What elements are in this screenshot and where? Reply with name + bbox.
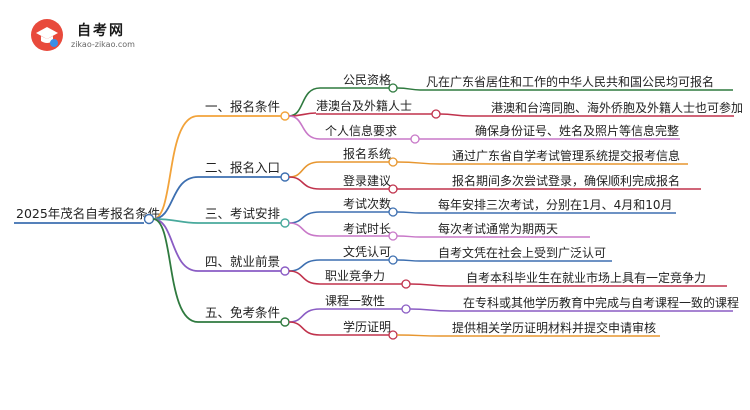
item-label-4-2: 职业竞争力 — [325, 269, 385, 283]
leaf-edge-5-2 — [396, 334, 441, 337]
item-label-3-1: 考试次数 — [343, 196, 391, 211]
item-label-1-3: 个人信息要求 — [325, 123, 397, 138]
root-node[interactable] — [143, 213, 155, 225]
edge-b1-i3 — [288, 115, 321, 140]
graduation-cap-icon — [31, 19, 63, 51]
item-desc-3-1: 每年安排三次考试，分别在1月、4月和10月 — [438, 197, 673, 212]
item-desc-4-1: 自考文凭在社会上受到广泛认可 — [438, 245, 606, 260]
root-label: 2025年茂名自考报名条件 — [16, 206, 160, 221]
item-label-1-1: 公民资格 — [343, 72, 391, 87]
leaf-edge-1-2 — [439, 113, 471, 117]
edge-root-branch-4 — [152, 218, 199, 272]
item-label-5-2: 学历证明 — [343, 319, 391, 334]
item-node-1-1[interactable] — [388, 83, 398, 93]
leaf-edge-4-1 — [396, 259, 421, 262]
branch-node-4[interactable] — [280, 266, 290, 276]
item-node-5-1[interactable] — [401, 304, 411, 314]
item-desc-3-2: 每次考试通常为期两天 — [438, 221, 558, 236]
edge-b2-i2 — [288, 176, 321, 190]
leaf-edge-4-2 — [409, 283, 451, 287]
item-desc-1-1: 凡在广东省居住和工作的中华人民共和国公民均可报名 — [426, 74, 714, 89]
edge-b3-i1 — [288, 211, 321, 224]
branch-node-5[interactable] — [280, 317, 290, 327]
item-desc-1-3: 确保身份证号、姓名及照片等信息完整 — [475, 123, 679, 138]
edge-b3-i2 — [288, 222, 321, 237]
item-desc-2-1: 通过广东省自学考试管理系统提交报考信息 — [452, 148, 680, 163]
item-label-5-1: 课程一致性 — [325, 293, 385, 308]
branch-node-2[interactable] — [280, 172, 290, 182]
logo-url: zikao-zikao.com — [71, 40, 135, 49]
item-node-2-2[interactable] — [388, 184, 398, 194]
item-node-1-2[interactable] — [431, 109, 441, 119]
item-node-5-2[interactable] — [388, 330, 398, 340]
edge-root-branch-2 — [152, 176, 199, 220]
edge-b4-i2 — [288, 270, 321, 285]
leaf-edge-3-1 — [396, 211, 421, 214]
item-label-2-1: 报名系统 — [343, 146, 391, 161]
item-node-1-3[interactable] — [410, 134, 420, 144]
branch-node-1[interactable] — [280, 111, 290, 121]
item-label-1-2: 港澳台及外籍人士 — [316, 98, 412, 113]
logo-title: 自考网 — [77, 23, 125, 39]
item-desc-4-2: 自考本科毕业生在就业市场上具有一定竞争力 — [466, 270, 706, 285]
item-node-4-1[interactable] — [388, 255, 398, 265]
leaf-edge-3-2 — [396, 235, 421, 238]
branch-label-2: 二、报名入口 — [205, 160, 280, 175]
leaf-edge-1-1 — [396, 87, 421, 91]
item-node-3-2[interactable] — [388, 231, 398, 241]
edge-root-branch-3 — [152, 218, 199, 224]
edge-root-branch-1 — [152, 115, 199, 220]
item-node-2-1[interactable] — [388, 157, 398, 167]
leaf-edge-5-1 — [409, 308, 451, 312]
item-desc-1-2: 港澳和台湾同胞、海外侨胞及外籍人士也可参加 — [491, 100, 743, 115]
site-logo[interactable]: 自考网 zikao-zikao.com — [30, 16, 160, 56]
leaf-edge-2-1 — [396, 161, 441, 165]
edge-root-branch-5 — [152, 218, 199, 323]
branch-label-1: 一、报名条件 — [205, 99, 280, 114]
item-label-4-1: 文凭认可 — [343, 244, 391, 259]
item-node-4-2[interactable] — [401, 279, 411, 289]
item-desc-2-2: 报名期间多次尝试登录，确保顺利完成报名 — [452, 173, 680, 188]
item-label-2-2: 登录建议 — [343, 173, 391, 188]
edge-b4-i1 — [288, 259, 321, 272]
branch-label-3: 三、考试安排 — [205, 206, 281, 221]
branch-label-5: 五、免考条件 — [205, 305, 280, 320]
item-node-3-1[interactable] — [388, 207, 398, 217]
branch-label-4: 四、就业前景 — [205, 254, 280, 269]
edge-b5-i1 — [288, 308, 321, 323]
item-label-3-2: 考试时长 — [343, 221, 391, 236]
item-desc-5-2: 提供相关学历证明材料并提交申请审核 — [452, 320, 656, 335]
edge-b2-i1 — [288, 161, 321, 178]
branch-node-3[interactable] — [280, 218, 290, 228]
edge-b5-i2 — [288, 321, 321, 336]
item-desc-5-1: 在专科或其他学历教育中完成与自考课程一致的课程 — [463, 295, 739, 310]
